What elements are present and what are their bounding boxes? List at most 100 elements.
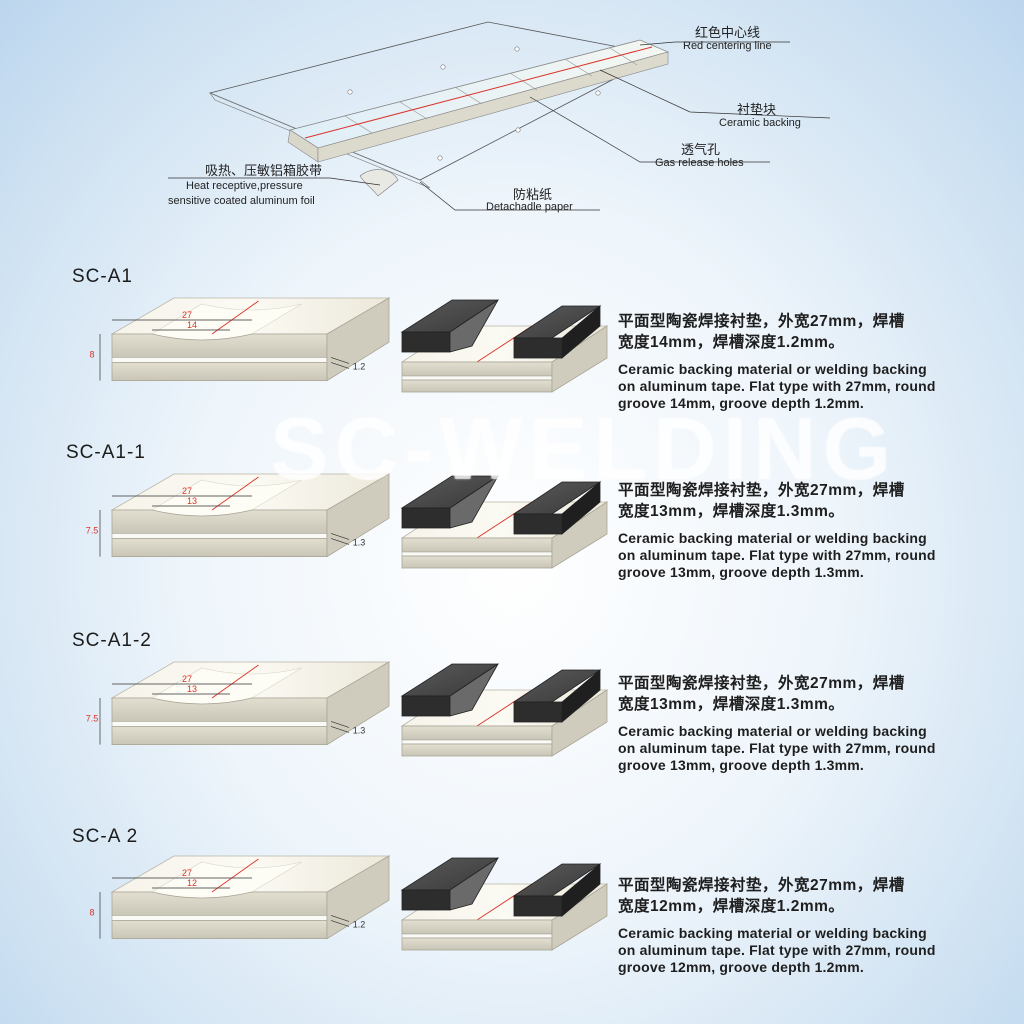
joint-ceramic-front xyxy=(401,725,553,741)
joint-foil xyxy=(401,739,553,745)
desc-cn-line-1: 平面型陶瓷焊接衬垫，外宽27mm，焊槽 xyxy=(618,313,905,330)
dim-depth-line-a xyxy=(330,915,350,922)
right-plate-front xyxy=(513,701,563,723)
desc-en-line-1: Ceramic backing material or welding back… xyxy=(618,925,927,941)
block-red-line xyxy=(211,858,259,893)
block-red-line xyxy=(211,300,259,335)
right-plate-side xyxy=(561,481,601,535)
dim-depth-line-a xyxy=(330,721,350,728)
joint-foil xyxy=(401,933,553,939)
ceramic-strip-side xyxy=(317,51,669,163)
dimension-lines xyxy=(99,877,350,939)
right-plate-front xyxy=(513,895,563,917)
dim-depth-line-b xyxy=(330,920,350,927)
desc-en-line-1: Ceramic backing material or welding back… xyxy=(618,530,927,546)
joint-ceramic-front xyxy=(401,537,553,553)
dim-depth-line-a xyxy=(330,533,350,540)
product-description-3: 平面型陶瓷焊接衬垫，外宽27mm，焊槽 宽度13mm，焊槽深度1.3mm。 Ce… xyxy=(618,673,1008,774)
base-layer xyxy=(111,538,328,558)
product-description-1: 平面型陶瓷焊接衬垫，外宽27mm，焊槽 宽度14mm，焊槽深度1.2mm。 Ce… xyxy=(618,311,1008,412)
dim-width-label: 27 xyxy=(182,674,192,684)
desc-en-line-3: groove 12mm, groove depth 1.2mm. xyxy=(618,959,865,975)
joint-base xyxy=(401,743,553,757)
block-right-face xyxy=(326,855,390,940)
right-plate-side xyxy=(561,305,601,359)
desc-cn-line-2: 宽度13mm，焊槽深度1.3mm。 xyxy=(618,696,845,713)
dim-height-label: 8 xyxy=(89,907,94,917)
leader-lines xyxy=(168,41,831,211)
label-foil-en-1: Heat receptive,pressure xyxy=(186,180,303,192)
product-description-4: 平面型陶瓷焊接衬垫，外宽27mm，焊槽 宽度12mm，焊槽深度1.2mm。 Ce… xyxy=(618,875,1008,976)
desc-en-line-2: on aluminum tape. Flat type with 27mm, r… xyxy=(618,378,936,394)
label-ceramic-cn: 衬垫块 xyxy=(737,102,777,117)
joint-base xyxy=(401,379,553,393)
gas-release-holes xyxy=(347,46,601,161)
label-foil-en-2: sensitive coated aluminum foil xyxy=(168,195,315,207)
block-right-face xyxy=(326,473,390,558)
watermark-text: SC-WELDING xyxy=(270,399,898,498)
dim-depth-label: 1.2 xyxy=(353,919,366,929)
joint-foil xyxy=(401,375,553,381)
joint-ceramic-side xyxy=(551,689,608,757)
product-description-2: 平面型陶瓷焊接衬垫，外宽27mm，焊槽 宽度13mm，焊槽深度1.3mm。 Ce… xyxy=(618,480,1008,581)
dim-width-label: 27 xyxy=(182,310,192,320)
block-right-face xyxy=(326,297,390,382)
foil-layer xyxy=(111,721,328,727)
joint-ceramic-side xyxy=(551,325,608,393)
joint-ceramic-side xyxy=(551,501,608,569)
dim-groove-label: 14 xyxy=(187,320,197,330)
foil-layer xyxy=(111,357,328,363)
dim-groove-label: 13 xyxy=(187,496,197,506)
right-plate-side xyxy=(561,669,601,723)
label-holes-en: Gas release holes xyxy=(655,157,744,169)
block-red-line xyxy=(211,664,259,699)
label-holes-cn: 透气孔 xyxy=(681,142,721,157)
desc-en-line-1: Ceramic backing material or welding back… xyxy=(618,361,927,377)
ceramic-segment-lines xyxy=(344,47,638,134)
base-layer xyxy=(111,361,328,381)
block-red-line xyxy=(211,476,259,511)
joint-ceramic-side xyxy=(551,883,608,951)
label-red-line-en: Red centering line xyxy=(683,40,772,52)
block-right-face xyxy=(326,661,390,746)
right-plate-side xyxy=(561,863,601,917)
dim-groove-label: 13 xyxy=(187,684,197,694)
model-title-4: SC-A 2 xyxy=(72,826,139,847)
dim-depth-line-b xyxy=(330,538,350,545)
left-plate-bevel xyxy=(449,857,499,911)
desc-cn-line-2: 宽度12mm，焊槽深度1.2mm。 xyxy=(618,898,845,915)
foil-layer xyxy=(111,915,328,921)
dim-depth-label: 1.3 xyxy=(353,725,366,735)
joint-foil xyxy=(401,551,553,557)
dimension-lines xyxy=(99,319,350,381)
dimension-lines xyxy=(99,495,350,557)
desc-en-line-3: groove 13mm, groove depth 1.3mm. xyxy=(618,757,865,773)
joint-base xyxy=(401,937,553,951)
ceramic-strip-top xyxy=(289,39,670,149)
model-title-1: SC-A1 xyxy=(72,266,133,287)
dim-width-label: 27 xyxy=(182,486,192,496)
joint-illustration xyxy=(400,299,609,393)
desc-cn-line-1: 平面型陶瓷焊接衬垫，外宽27mm，焊槽 xyxy=(618,482,905,499)
foil-layer xyxy=(111,533,328,539)
desc-en-line-1: Ceramic backing material or welding back… xyxy=(618,723,927,739)
label-red-line-cn: 红色中心线 xyxy=(695,25,761,40)
dim-height-label: 8 xyxy=(89,349,94,359)
detachable-paper-curl xyxy=(359,169,399,197)
dim-depth-line-b xyxy=(330,726,350,733)
dim-width-label: 27 xyxy=(182,868,192,878)
left-plate-front xyxy=(401,331,451,353)
joint-base xyxy=(401,555,553,569)
assembly-illustration xyxy=(168,21,831,211)
base-layer xyxy=(111,920,328,940)
label-paper-cn: 防粘纸 xyxy=(513,187,553,202)
left-plate-bevel xyxy=(449,663,499,717)
